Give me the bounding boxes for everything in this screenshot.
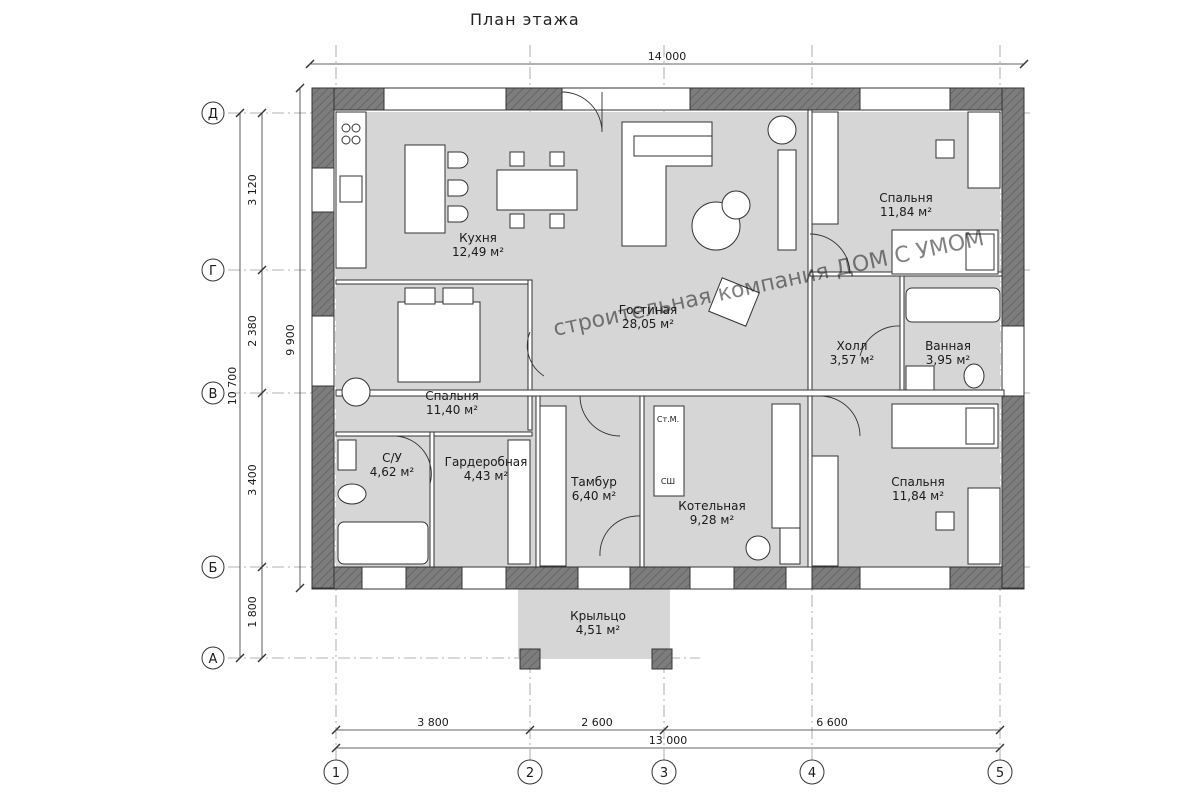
dim-left-4: 1 800 bbox=[246, 596, 259, 628]
axis-marker-a bbox=[201, 646, 225, 670]
room-wc-name: С/У bbox=[382, 451, 402, 465]
room-bedroom-tr-name: Спальня bbox=[879, 191, 932, 205]
dimension-labels: 14 000 3 800 2 600 6 600 13 000 3 120 2 … bbox=[226, 50, 848, 747]
room-kitchen-name: Кухня bbox=[459, 231, 497, 245]
room-tambur-area: 6,40 м² bbox=[572, 489, 617, 503]
wardrobe-bedroom-tr bbox=[811, 111, 839, 225]
dim-left-2: 2 380 bbox=[246, 315, 259, 347]
wardrobe-tambur bbox=[539, 405, 567, 567]
floor-porch bbox=[518, 587, 670, 659]
axis-label-4: 4 bbox=[808, 766, 816, 781]
door-swings bbox=[395, 91, 901, 557]
room-hall-name: Холл bbox=[837, 339, 868, 353]
dim-left-1: 3 120 bbox=[246, 174, 259, 206]
furniture bbox=[335, 111, 1001, 567]
kitchen-island bbox=[404, 144, 446, 234]
wardrobe-bedroom-br bbox=[811, 455, 839, 567]
dim-sub-left: 9 900 bbox=[284, 324, 297, 356]
axis-label-g: Г bbox=[209, 264, 217, 279]
dimension-lines bbox=[235, 59, 1029, 753]
room-wardrobe-area: 4,43 м² bbox=[464, 469, 509, 483]
windows bbox=[311, 87, 1025, 590]
axis-marker-g bbox=[201, 258, 225, 282]
room-wc-area: 4,62 м² bbox=[370, 465, 415, 479]
axis-label-d: Д bbox=[208, 107, 218, 122]
room-porch-area: 4,51 м² bbox=[576, 623, 621, 637]
axis-label-5: 5 bbox=[996, 766, 1004, 781]
desk-bedroom-tr bbox=[967, 111, 1001, 189]
axis-marker-d bbox=[201, 101, 225, 125]
axis-marker-4 bbox=[799, 759, 825, 785]
room-bedroom-br-area: 11,84 м² bbox=[892, 489, 944, 503]
room-labels: Кухня 12,49 м² Гостиная 28,05 м² Спальня… bbox=[370, 191, 971, 637]
boiler-cabinet bbox=[653, 405, 685, 497]
sink-su bbox=[337, 439, 357, 471]
room-living-name: Гостиная bbox=[619, 303, 677, 317]
plant-icon bbox=[767, 115, 797, 145]
axis-label-1: 1 bbox=[332, 766, 340, 781]
room-bedroom-l-name: Спальня bbox=[425, 389, 478, 403]
axis-marker-1 bbox=[323, 759, 349, 785]
axis-marker-3 bbox=[651, 759, 677, 785]
tv-stand bbox=[777, 149, 797, 251]
room-boiler-area: 9,28 м² bbox=[690, 513, 735, 527]
axis-label-b: Б bbox=[209, 561, 218, 576]
axis-markers bbox=[201, 101, 1013, 785]
room-bathroom-area: 3,95 м² bbox=[926, 353, 971, 367]
axis-label-a: А bbox=[209, 652, 218, 667]
room-tambur-name: Тамбур bbox=[570, 475, 617, 489]
toilet-su bbox=[337, 483, 367, 505]
axis-marker-5 bbox=[987, 759, 1013, 785]
dim-bottom-2: 2 600 bbox=[581, 716, 613, 729]
room-bathroom-name: Ванная bbox=[925, 339, 971, 353]
dining-table bbox=[496, 169, 578, 211]
axis-label-2: 2 bbox=[526, 766, 534, 781]
room-kitchen-area: 12,49 м² bbox=[452, 245, 504, 259]
bathtub-su bbox=[337, 521, 429, 565]
toilet-vannaya bbox=[963, 363, 985, 389]
armchair bbox=[708, 277, 760, 327]
porch-pillars bbox=[519, 648, 673, 670]
equipment-labels: Ст.М. СШ bbox=[657, 415, 679, 486]
axis-marker-2 bbox=[517, 759, 543, 785]
room-wardrobe-name: Гардеробная bbox=[445, 455, 528, 469]
axis-label-v: В bbox=[209, 387, 218, 402]
wardrobe-garderobe bbox=[507, 439, 531, 565]
boiler-tag-2: СШ bbox=[661, 477, 675, 486]
boiler-tag-1: Ст.М. bbox=[657, 415, 679, 424]
axis-marker-v bbox=[201, 381, 225, 405]
axis-marker-labels: Д Г В Б А 1 2 3 4 5 bbox=[208, 107, 1004, 781]
bed-bedroom-l bbox=[397, 301, 481, 383]
axis-marker-b bbox=[201, 555, 225, 579]
dim-total-bottom: 13 000 bbox=[649, 734, 688, 747]
desk-bedroom-br bbox=[967, 487, 1001, 565]
boiler-unit bbox=[771, 403, 801, 529]
boiler-icon bbox=[745, 535, 771, 561]
room-bedroom-l-area: 11,40 м² bbox=[426, 403, 478, 417]
dim-total-left: 10 700 bbox=[226, 367, 239, 406]
room-hall-area: 3,57 м² bbox=[830, 353, 875, 367]
dim-bottom-3: 6 600 bbox=[816, 716, 848, 729]
room-boiler-name: Котельная bbox=[678, 499, 745, 513]
dim-left-3: 3 400 bbox=[246, 464, 259, 496]
axis-label-3: 3 bbox=[660, 766, 668, 781]
room-bedroom-br-name: Спальня bbox=[891, 475, 944, 489]
plan-title: План этажа bbox=[470, 10, 580, 29]
room-porch-name: Крыльцо bbox=[570, 609, 626, 623]
dim-total-top: 14 000 bbox=[648, 50, 687, 63]
sink-vannaya bbox=[905, 365, 935, 391]
room-bedroom-tr-area: 11,84 м² bbox=[880, 205, 932, 219]
bathtub-vannaya bbox=[905, 287, 1001, 323]
dim-bottom-1: 3 800 bbox=[417, 716, 449, 729]
room-living-area: 28,05 м² bbox=[622, 317, 674, 331]
